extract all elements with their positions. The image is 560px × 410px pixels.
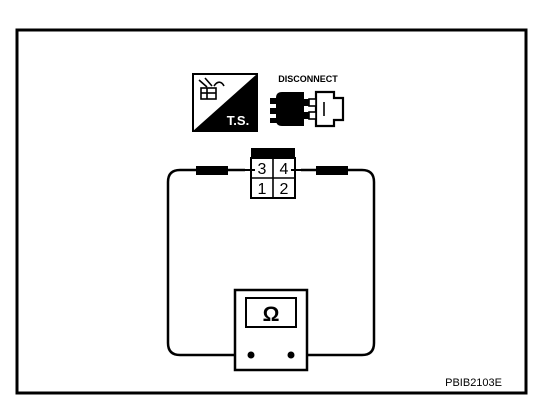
meter-jack-left <box>247 351 255 359</box>
right-test-lead <box>291 168 376 357</box>
meter-jack-right <box>287 351 295 359</box>
ohm-symbol: Ω <box>263 303 280 326</box>
connector-latch <box>251 148 295 158</box>
tester-symbol: T.S. <box>192 73 258 132</box>
disconnect-symbol-label: DISCONNECT <box>278 74 338 84</box>
disconnect-symbol: DISCONNECT <box>270 74 345 128</box>
figure-code: PBIB2103E <box>445 377 502 389</box>
left-test-lead <box>166 168 251 357</box>
disconnect-connector-icon <box>270 90 345 128</box>
left-probe <box>196 166 228 175</box>
terminal-4: 4 <box>280 161 289 178</box>
connector-face-icon: 3 4 1 2 <box>250 148 296 199</box>
tester-symbol-diagonal-fill <box>193 74 257 131</box>
right-probe <box>316 166 348 175</box>
tester-icon <box>198 77 225 100</box>
terminal-2: 2 <box>280 181 289 198</box>
tester-symbol-label: T.S. <box>227 113 249 128</box>
terminal-3: 3 <box>258 161 267 178</box>
terminal-1: 1 <box>258 181 267 198</box>
ohmmeter-display <box>245 297 297 328</box>
ohmmeter-icon: Ω <box>233 288 309 372</box>
